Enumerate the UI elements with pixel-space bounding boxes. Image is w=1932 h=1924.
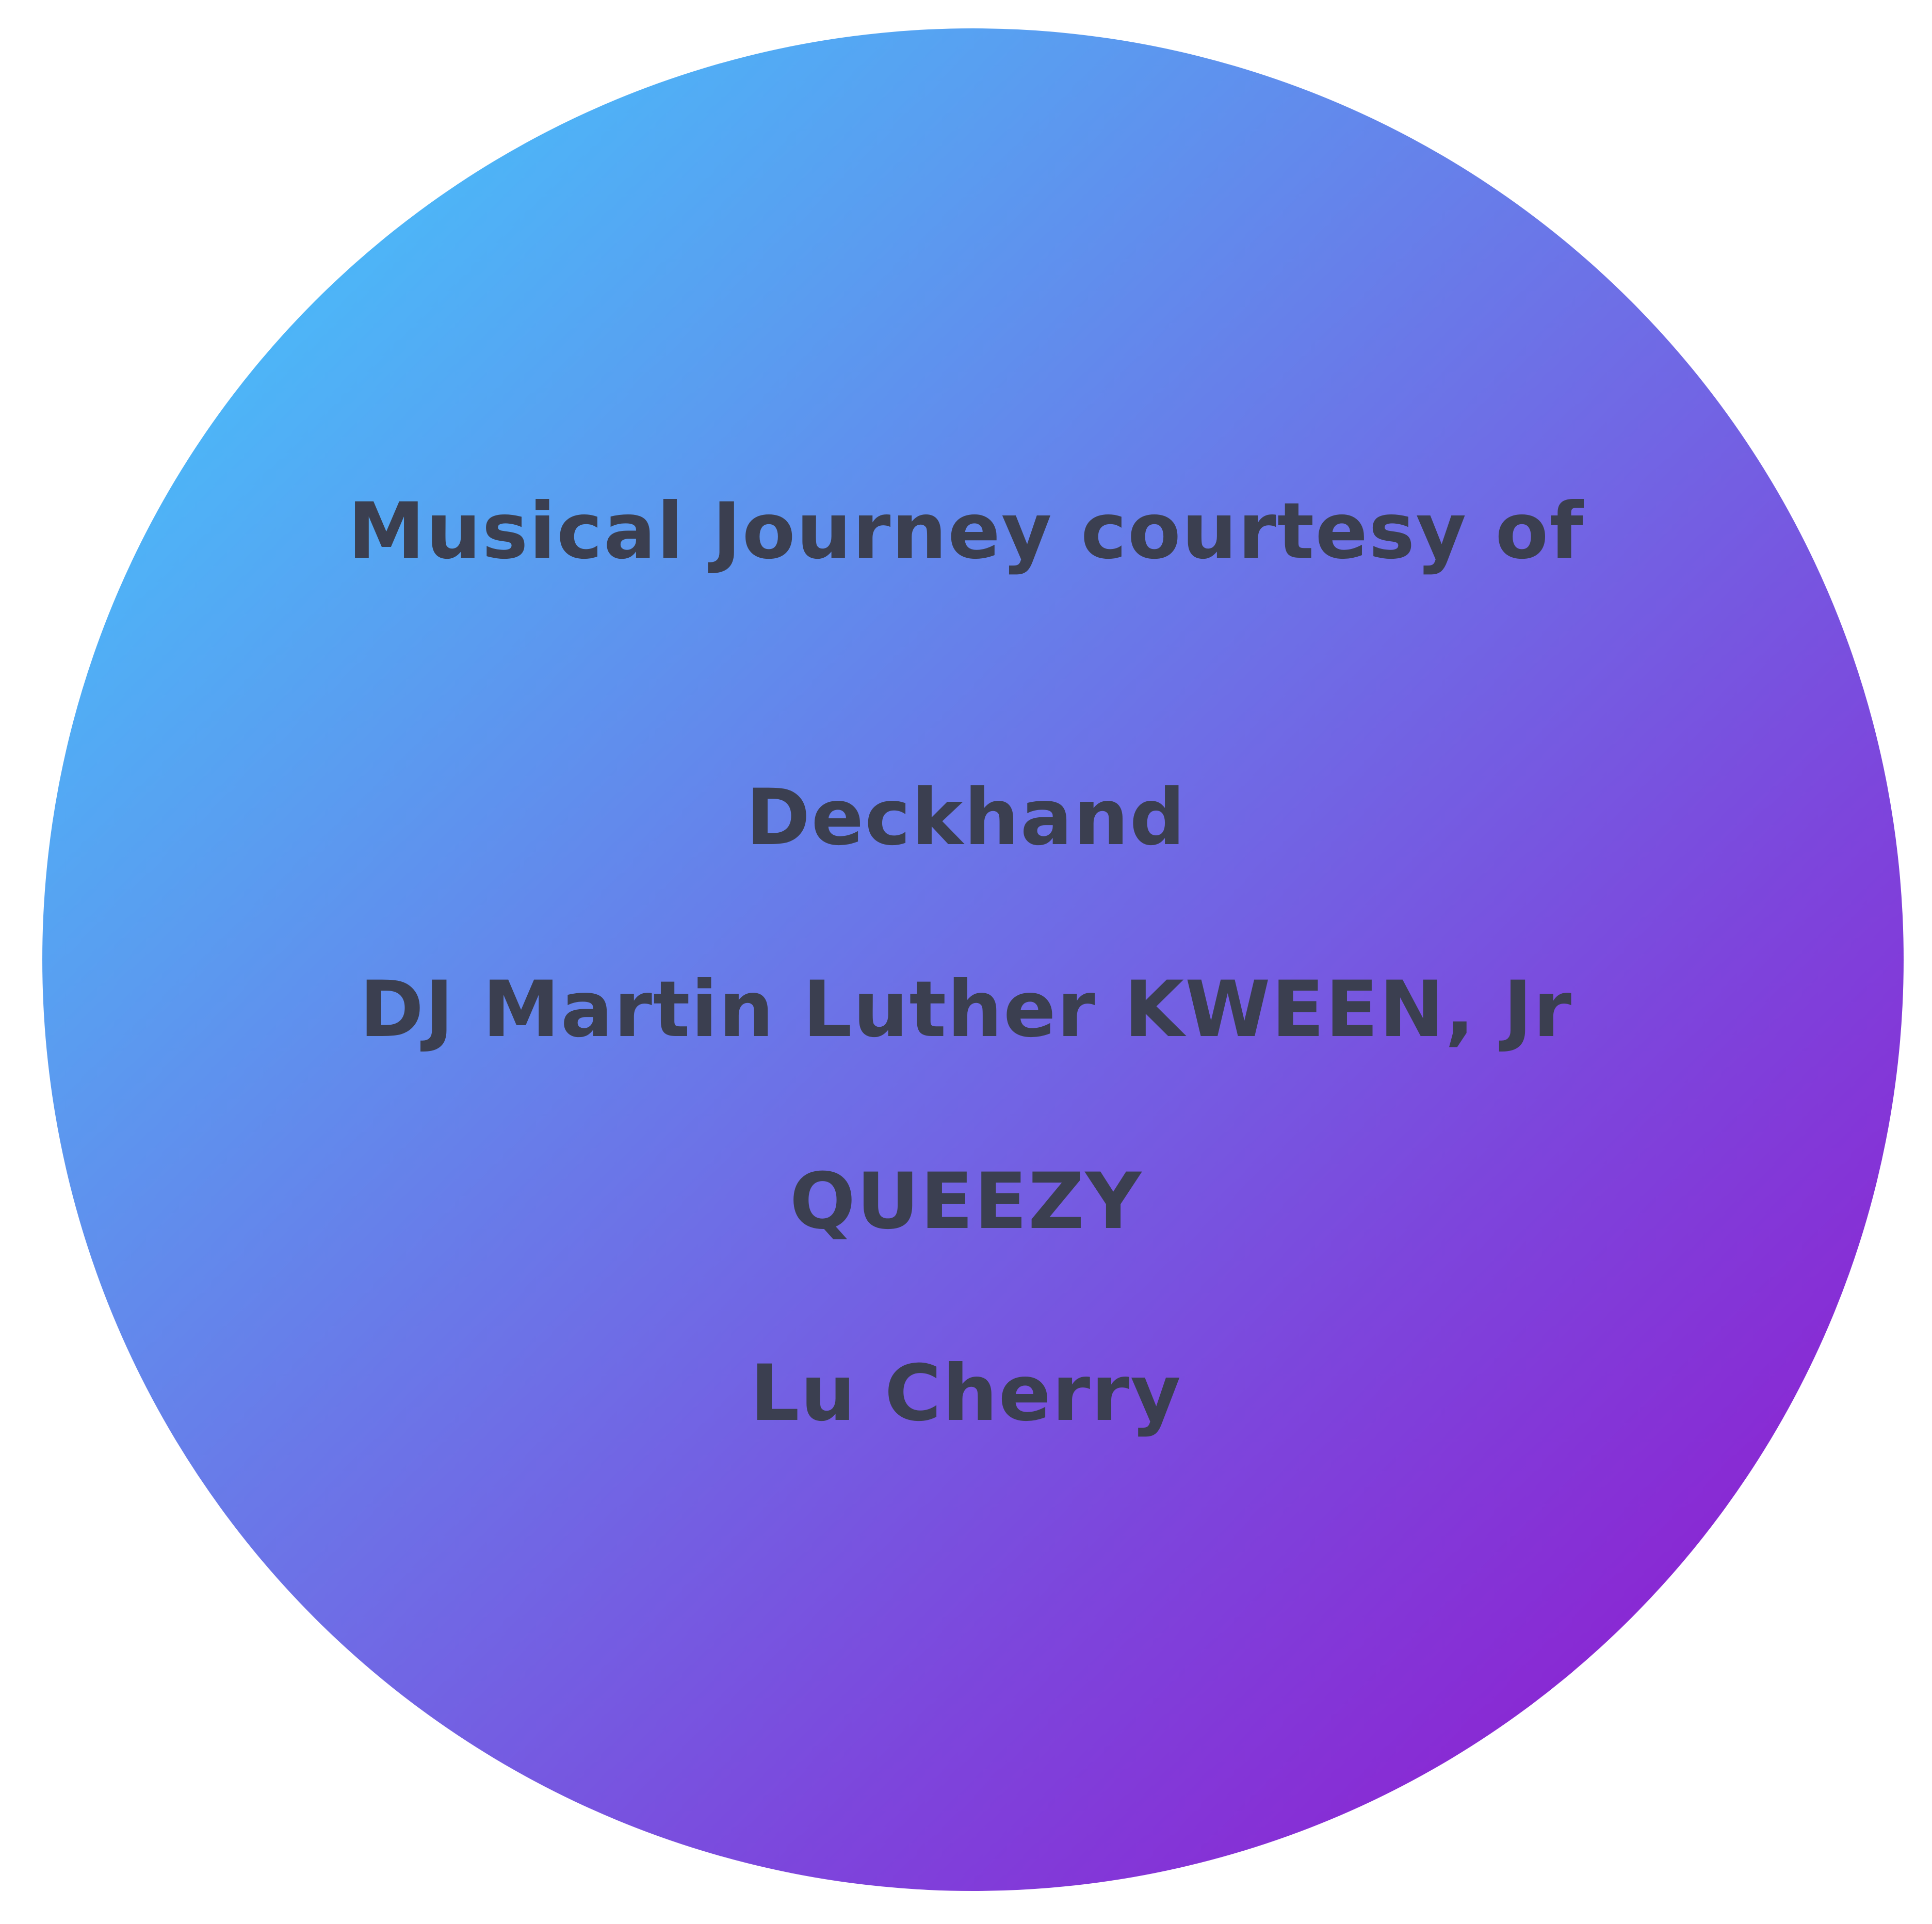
artist-deckhand: Deckhand bbox=[745, 773, 1187, 863]
gradient-circle bbox=[42, 28, 1904, 1891]
artist-queezy: QUEEZY bbox=[789, 1157, 1143, 1247]
heading: Musical Journey courtesy of bbox=[348, 487, 1584, 576]
artist-dj-martin-luther-kween: DJ Martin Luther KWEEN, Jr bbox=[359, 965, 1573, 1055]
artist-lu-cherry: Lu Cherry bbox=[750, 1349, 1182, 1438]
